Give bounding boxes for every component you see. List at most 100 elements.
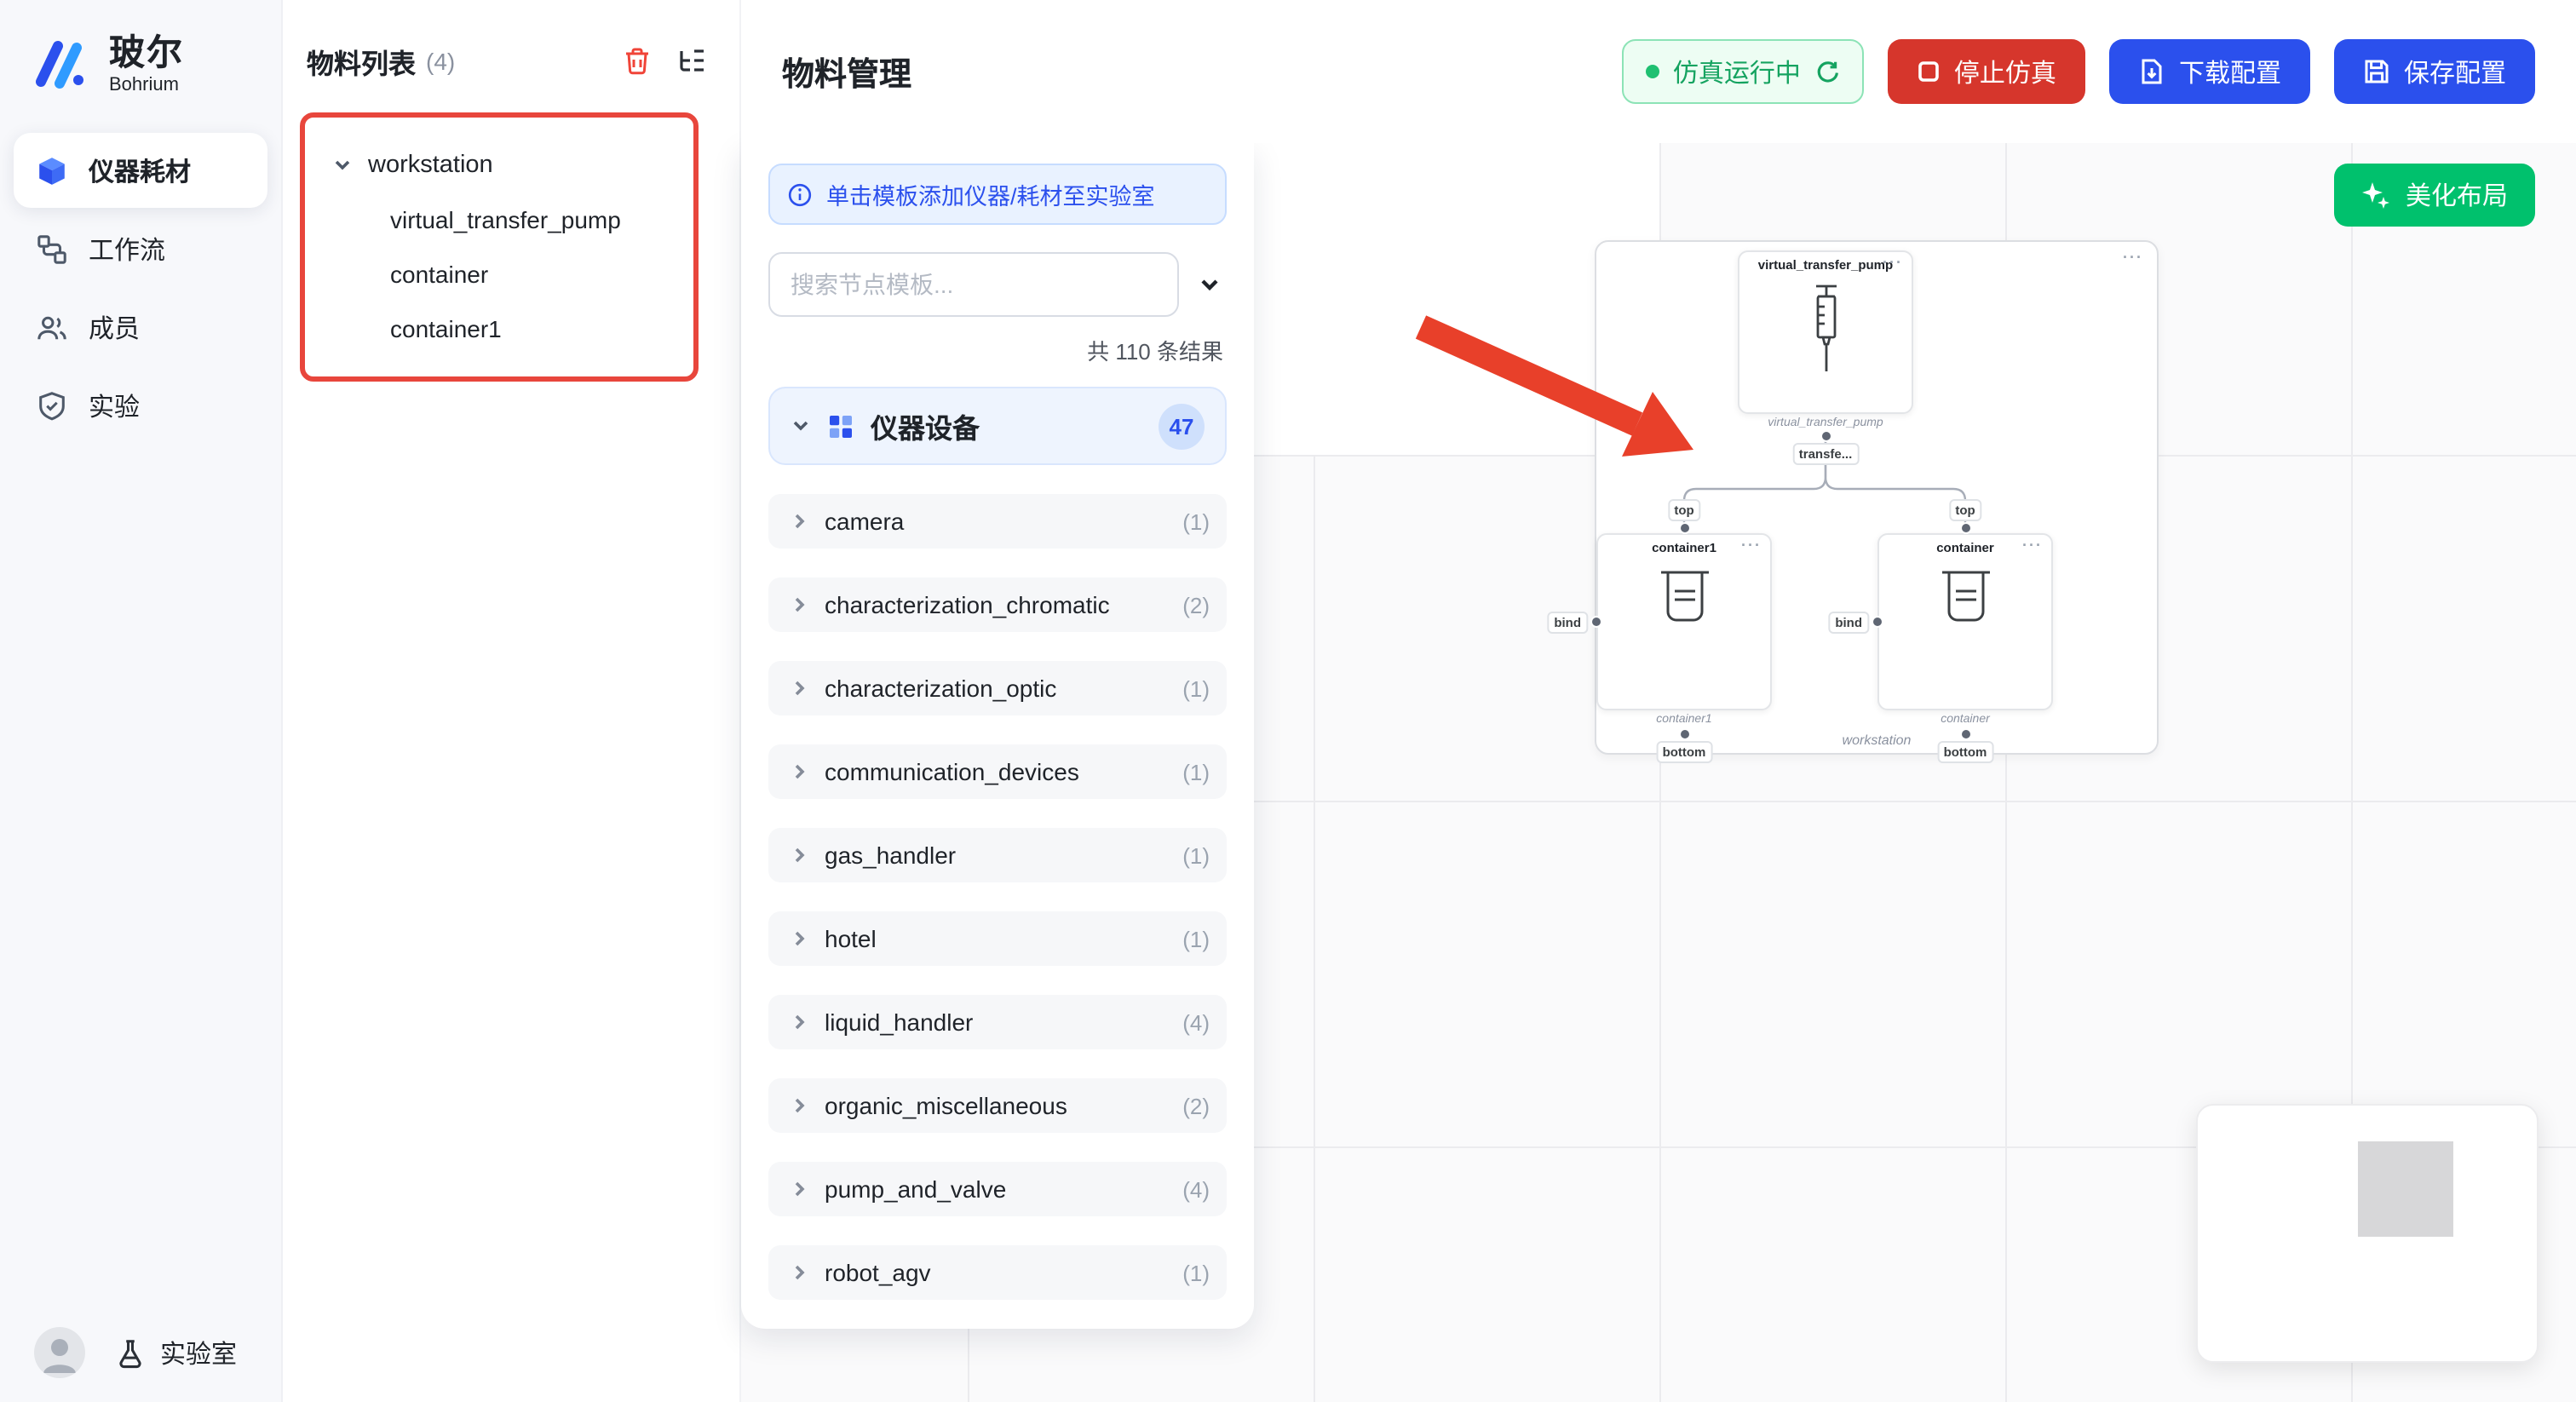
template-item-count: (4) [1182, 1009, 1210, 1035]
tree-view-icon[interactable] [675, 44, 709, 78]
node-title: container [1936, 540, 1994, 555]
logo-text: 玻尔 Bohrium [109, 34, 184, 95]
template-item-hotel[interactable]: hotel (1) [768, 911, 1227, 966]
save-config-button[interactable]: 保存配置 [2333, 39, 2535, 104]
download-config-button[interactable]: 下载配置 [2108, 39, 2310, 104]
more-icon[interactable]: ··· [2022, 537, 2043, 554]
material-list-actions [620, 44, 709, 78]
search-row [768, 252, 1227, 317]
node-title: container1 [1652, 540, 1716, 555]
template-item-count: (1) [1182, 675, 1210, 701]
material-list-count: (4) [426, 48, 456, 75]
workstation-group-label: workstation [1842, 733, 1912, 748]
port-dot [1873, 618, 1882, 626]
avatar[interactable] [34, 1327, 85, 1378]
port-chip-bottom: bottom [1936, 741, 1994, 763]
template-item-label: camera [825, 508, 905, 535]
refresh-icon[interactable] [1814, 59, 1840, 84]
node-virtual-transfer-pump[interactable]: virtual_transfer_pump ··· [1738, 250, 1913, 414]
tree-node-label: workstation [368, 152, 493, 179]
workflow-canvas[interactable]: ··· workstation virtual_transfer_pump ··… [741, 143, 2576, 1402]
sidebar-item-experiments[interactable]: 实验 [14, 368, 267, 443]
chevron-right-icon [795, 1265, 805, 1280]
save-icon [2365, 60, 2389, 83]
chevron-right-icon [795, 1014, 805, 1030]
template-item-count: (1) [1182, 759, 1210, 784]
node-subtitle: container [1941, 714, 1990, 726]
template-item-gas-handler[interactable]: gas_handler (1) [768, 828, 1227, 882]
logo-title: 玻尔 [109, 34, 184, 73]
main-header: 物料管理 仿真运行中 停止仿真 下载配置 保存配置 [741, 0, 2576, 143]
trash-icon[interactable] [620, 44, 654, 78]
template-item-label: robot_agv [825, 1259, 931, 1286]
template-item-count: (1) [1182, 509, 1210, 534]
sidebar-item-members[interactable]: 成员 [14, 290, 267, 365]
template-item-camera[interactable]: camera (1) [768, 494, 1227, 549]
tree-node-workstation[interactable]: workstation [319, 138, 680, 192]
search-input[interactable] [768, 252, 1179, 317]
template-item-liquid-handler[interactable]: liquid_handler (4) [768, 995, 1227, 1049]
chevron-right-icon [795, 1098, 805, 1113]
sparkle-icon [2361, 182, 2389, 209]
template-item-pump-and-valve[interactable]: pump_and_valve (4) [768, 1162, 1227, 1216]
node-container[interactable]: container ··· [1877, 533, 2053, 710]
tree-node-container[interactable]: container [319, 247, 680, 302]
stop-simulation-button[interactable]: 停止仿真 [1887, 39, 2085, 104]
chevron-right-icon [795, 514, 805, 529]
template-item-communication-devices[interactable]: communication_devices (1) [768, 744, 1227, 799]
port-dot [1592, 618, 1601, 626]
sidebar-item-instrument-consumables[interactable]: 仪器耗材 [14, 133, 267, 208]
template-item-organic-miscellaneous[interactable]: organic_miscellaneous (2) [768, 1078, 1227, 1133]
chevron-right-icon [795, 764, 805, 779]
sidebar-item-workflow[interactable]: 工作流 [14, 211, 267, 286]
chevron-right-icon [795, 1181, 805, 1197]
material-list-panel: 物料列表 (4) workstation virtual_transfer_pu… [283, 0, 741, 1402]
node-container1[interactable]: container1 ··· [1596, 533, 1772, 710]
tree-node-virtual-transfer-pump[interactable]: virtual_transfer_pump [319, 192, 680, 247]
logo-subtitle: Bohrium [109, 75, 179, 95]
more-icon[interactable]: ··· [1883, 254, 1903, 271]
collapse-chevron-icon[interactable] [1193, 267, 1227, 302]
more-icon[interactable]: ··· [2123, 249, 2143, 266]
tree-node-container1[interactable]: container1 [319, 302, 680, 356]
chevron-down-icon [335, 160, 350, 170]
header-actions: 仿真运行中 停止仿真 下载配置 保存配置 [1621, 39, 2535, 104]
material-list-title: 物料列表 [307, 51, 417, 80]
simulation-status-label: 仿真运行中 [1672, 59, 1801, 88]
chevron-down-icon [793, 421, 808, 431]
minimap[interactable] [2196, 1104, 2539, 1363]
download-config-label: 下载配置 [2178, 59, 2281, 88]
users-icon [34, 310, 68, 344]
template-item-robot-agv[interactable]: robot_agv (1) [768, 1245, 1227, 1300]
template-item-label: organic_miscellaneous [825, 1092, 1067, 1119]
template-item-count: (1) [1182, 1260, 1210, 1285]
template-panel: 单击模板添加仪器/耗材至实验室 共 110 条结果 仪器设备 47 [741, 143, 1254, 1329]
template-item-characterization-optic[interactable]: characterization_optic (1) [768, 661, 1227, 715]
category-count-badge: 47 [1159, 403, 1205, 449]
download-icon [2142, 59, 2162, 84]
tree-node-label: container [390, 261, 489, 288]
beautify-layout-button[interactable]: 美化布局 [2333, 164, 2535, 227]
port-chip-bottom: bottom [1655, 741, 1713, 763]
laboratory-label: 实验室 [160, 1340, 238, 1369]
selection-highlight-box: workstation virtual_transfer_pump contai… [300, 112, 699, 382]
simulation-status-pill[interactable]: 仿真运行中 [1621, 39, 1864, 104]
template-item-label: gas_handler [825, 842, 957, 869]
template-item-label: pump_and_valve [825, 1175, 1007, 1203]
minimap-viewport[interactable] [2358, 1141, 2453, 1237]
port-dot [1961, 524, 1969, 532]
sidebar-nav: 仪器耗材 工作流 成员 实验 [0, 123, 281, 457]
template-item-characterization-chromatic[interactable]: characterization_chromatic (2) [768, 577, 1227, 632]
more-icon[interactable]: ··· [1741, 537, 1762, 554]
material-list-header: 物料列表 (4) [283, 0, 739, 102]
page-title: 物料管理 [782, 57, 912, 93]
category-instrument-devices[interactable]: 仪器设备 47 [768, 387, 1227, 465]
sidebar-item-label: 成员 [89, 314, 141, 343]
sidebar-footer: 实验室 [0, 1327, 281, 1378]
sidebar-item-laboratory[interactable]: 实验室 [112, 1335, 237, 1370]
chevron-right-icon [795, 681, 805, 696]
stop-simulation-label: 停止仿真 [1953, 59, 2056, 88]
beaker-icon [1660, 571, 1708, 622]
